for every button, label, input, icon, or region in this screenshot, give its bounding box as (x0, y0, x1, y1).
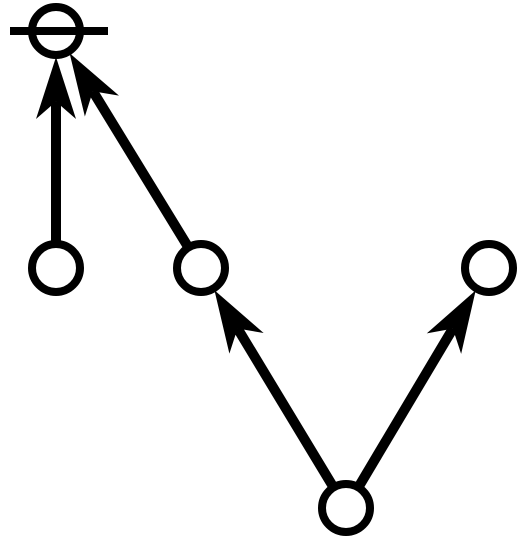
edge-n3-to-n1 (69, 53, 193, 251)
tree-node (461, 240, 517, 296)
edge-line (88, 88, 193, 251)
edge-line (233, 325, 338, 491)
edges-layer (36, 53, 476, 491)
edge-n2-to-n1 (36, 57, 76, 244)
tree-node (28, 240, 84, 296)
tree-node (318, 480, 374, 536)
node-circle (318, 480, 374, 536)
edge-line (353, 326, 458, 490)
arrowhead-icon (426, 290, 476, 354)
tree-node (173, 240, 229, 296)
arrowhead-icon (69, 53, 119, 117)
edge-n5-to-n4 (353, 290, 476, 490)
edge-n5-to-n3 (214, 290, 338, 491)
node-circle (28, 240, 84, 296)
node-circle (461, 240, 517, 296)
arrowhead-icon (36, 57, 76, 119)
nodes-layer (10, 3, 517, 536)
node-circle (173, 240, 229, 296)
arrowhead-icon (214, 290, 264, 354)
root-node (10, 3, 108, 59)
